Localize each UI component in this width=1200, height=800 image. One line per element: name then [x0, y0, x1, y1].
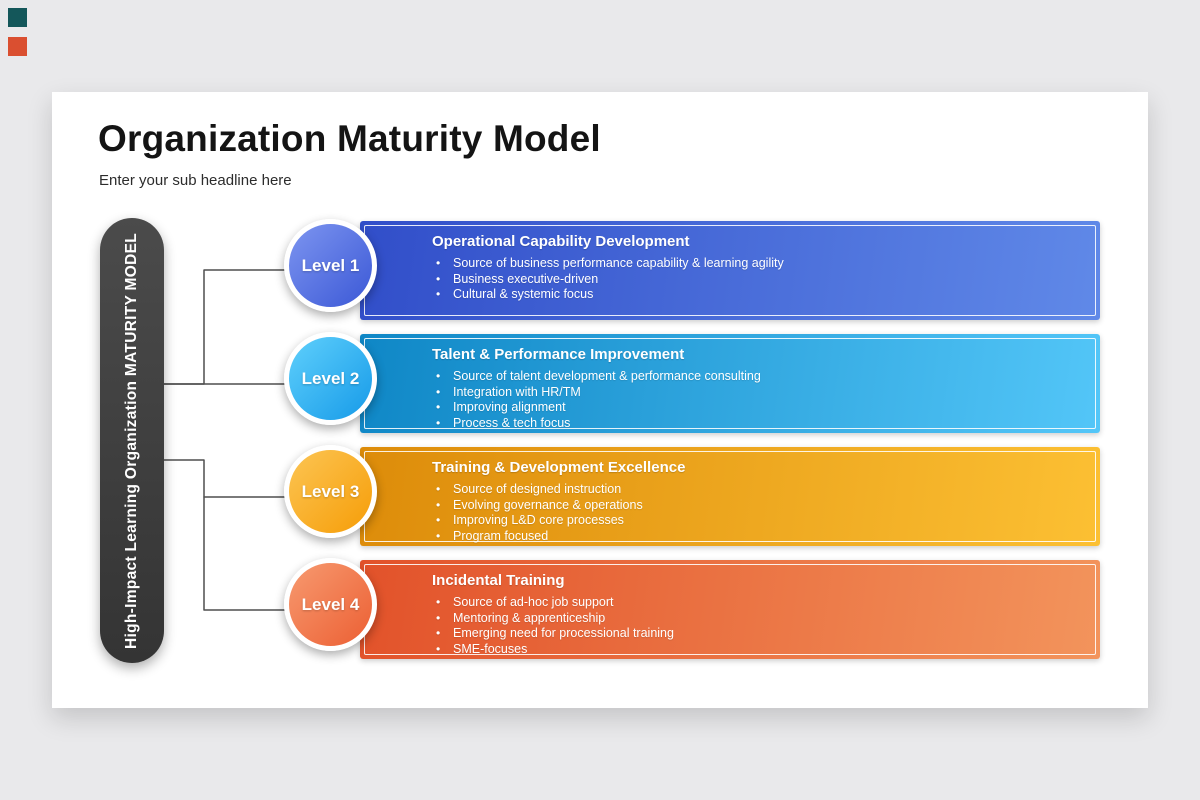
bullet-item: Source of ad-hoc job support [432, 595, 1082, 611]
level-row-3: Training & Development Excellence Source… [52, 445, 1148, 546]
level-1-badge: Level 1 [284, 219, 377, 312]
bullet-item: Process & tech focus [432, 416, 1082, 432]
level-4-bar-content: Incidental Training Source of ad-hoc job… [432, 572, 1082, 657]
level-1-heading: Operational Capability Development [432, 233, 690, 250]
level-2-bar-content: Talent & Performance Improvement Source … [432, 346, 1082, 431]
bullet-item: Integration with HR/TM [432, 385, 1082, 401]
level-2-bar: Talent & Performance Improvement Source … [360, 334, 1100, 433]
level-4-badge-label: Level 4 [301, 594, 360, 614]
level-row-4: Incidental Training Source of ad-hoc job… [52, 558, 1148, 659]
level-2-badge-label: Level 2 [301, 368, 360, 388]
level-1-badge-label: Level 1 [301, 255, 360, 275]
level-3-heading: Training & Development Excellence [432, 459, 686, 476]
bullet-item: Program focused [432, 529, 1082, 545]
bullet-item: Improving alignment [432, 400, 1082, 416]
bullet-item: Source of designed instruction [432, 482, 1082, 498]
level-3-badge: Level 3 [284, 445, 377, 538]
level-3-bar: Training & Development Excellence Source… [360, 447, 1100, 546]
page-title: Organization Maturity Model [98, 118, 601, 159]
level-3-bullet-list: Source of designed instruction Evolving … [432, 482, 1082, 544]
level-3-badge-label: Level 3 [301, 481, 360, 501]
bullet-item: Mentoring & apprenticeship [432, 611, 1082, 627]
bullet-item: Cultural & systemic focus [432, 287, 1082, 303]
level-1-bullet-list: Source of business performance capabilit… [432, 256, 1082, 303]
maturity-model-pill: High-Impact Learning Organization MATURI… [100, 218, 164, 663]
bullet-item: Business executive-driven [432, 272, 1082, 288]
level-3-bar-content: Training & Development Excellence Source… [432, 459, 1082, 544]
level-4-badge: Level 4 [284, 558, 377, 651]
page-subtitle: Enter your sub headline here [99, 172, 292, 189]
connector-lines [163, 269, 287, 611]
bullet-item: Source of business performance capabilit… [432, 256, 1082, 272]
bullet-item: Emerging need for processional training [432, 626, 1082, 642]
level-4-heading: Incidental Training [432, 572, 565, 589]
level-4-bar: Incidental Training Source of ad-hoc job… [360, 560, 1100, 659]
level-1-bar: Operational Capability Development Sourc… [360, 221, 1100, 320]
level-2-bullet-list: Source of talent development & performan… [432, 369, 1082, 431]
cropped-logo-mark-teal [8, 8, 27, 27]
level-row-1: Operational Capability Development Sourc… [52, 219, 1148, 320]
bullet-item: Source of talent development & performan… [432, 369, 1082, 385]
bullet-item: SME-focuses [432, 642, 1082, 658]
bullet-item: Evolving governance & operations [432, 498, 1082, 514]
level-2-badge: Level 2 [284, 332, 377, 425]
level-2-heading: Talent & Performance Improvement [432, 346, 685, 363]
level-1-bar-content: Operational Capability Development Sourc… [432, 233, 1082, 303]
level-row-2: Talent & Performance Improvement Source … [52, 332, 1148, 433]
level-4-bullet-list: Source of ad-hoc job support Mentoring &… [432, 595, 1082, 657]
cropped-logo-mark-red [8, 37, 27, 56]
slide-canvas: Organization Maturity Model Enter your s… [52, 92, 1148, 708]
bullet-item: Improving L&D core processes [432, 513, 1082, 529]
